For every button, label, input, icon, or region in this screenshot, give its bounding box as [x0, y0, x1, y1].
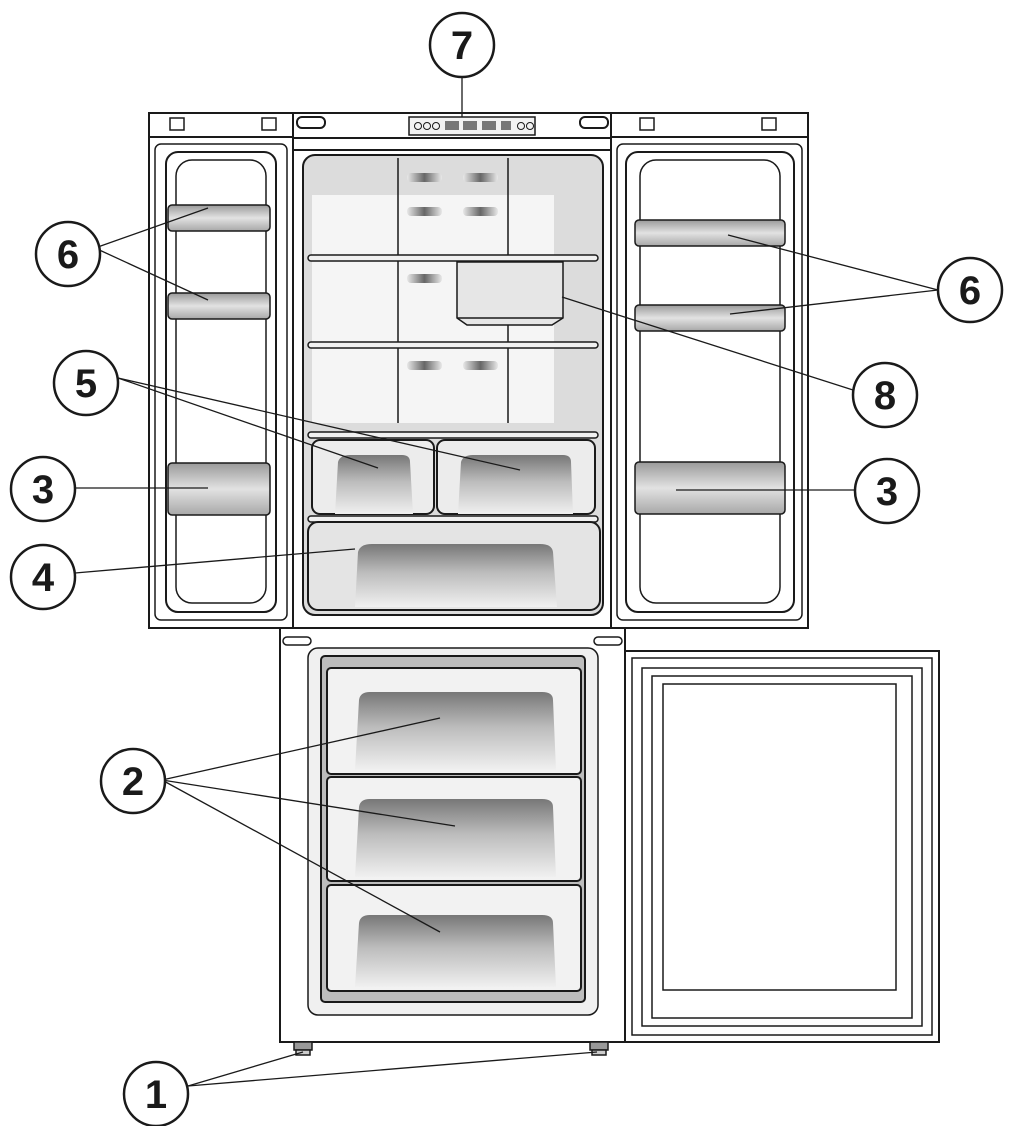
callout-6-right-label: 6: [959, 269, 981, 313]
callout-2-label: 2: [122, 760, 144, 804]
freezer-door: [624, 650, 940, 1043]
vegetable-crispers: [311, 439, 596, 515]
callout-5-label: 5: [75, 362, 97, 406]
left-door: [148, 112, 294, 629]
freezer-drawers: [326, 667, 582, 992]
callout-3-right: 3: [853, 457, 921, 525]
deli-drawer: [307, 521, 601, 611]
callout-1: 1: [122, 1060, 190, 1126]
left-door-bins: [167, 204, 271, 516]
callout-7-label: 7: [451, 24, 473, 68]
callout-3-left-label: 3: [32, 468, 54, 512]
control-panel: [408, 116, 536, 136]
leveling-feet: [293, 1041, 609, 1056]
callout-5: 5: [52, 349, 120, 417]
callout-2: 2: [99, 747, 167, 815]
callout-1-label: 1: [145, 1073, 167, 1117]
callout-7: 7: [428, 11, 496, 79]
callout-3-right-label: 3: [876, 470, 898, 514]
callouts: 1 2 3 3 4 5 6 6: [9, 11, 1004, 1126]
callout-8-label: 8: [874, 374, 896, 418]
right-door: [610, 112, 809, 629]
glass-shelves: [307, 254, 599, 523]
callout-4: 4: [9, 543, 77, 611]
leader-lines: [74, 75, 939, 1087]
flip-up-shelf: [456, 261, 564, 326]
callout-8: 8: [851, 361, 919, 429]
callout-6-left: 6: [34, 220, 102, 288]
callout-6-right: 6: [936, 256, 1004, 324]
callout-6-left-label: 6: [57, 233, 79, 277]
callout-3-left: 3: [9, 455, 77, 523]
callout-4-label: 4: [32, 556, 55, 600]
